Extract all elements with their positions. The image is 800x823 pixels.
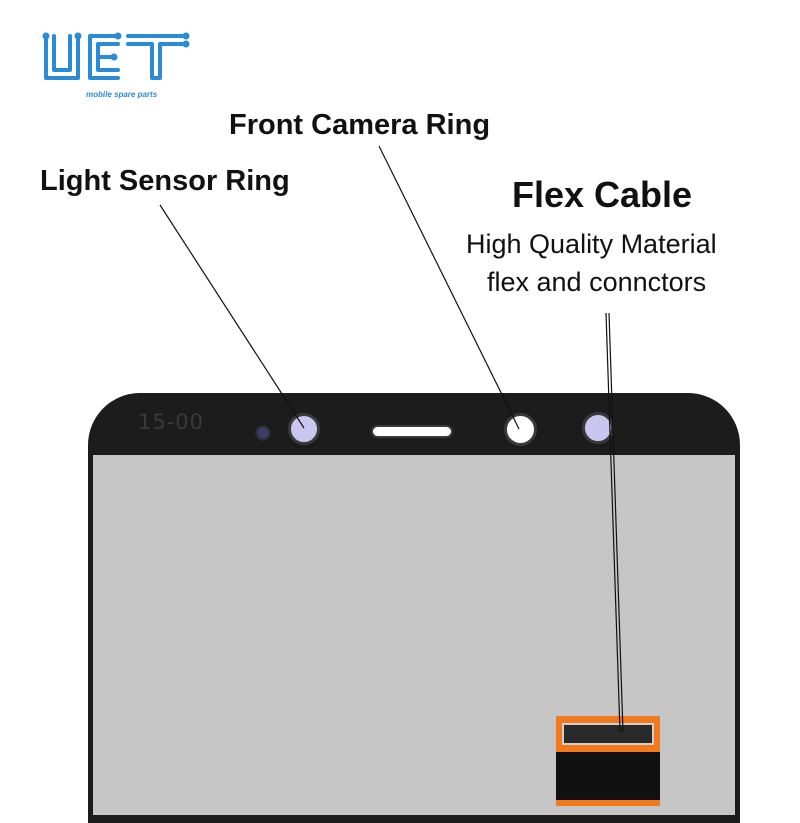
leader-line-front-camera	[378, 145, 520, 430]
earpiece-speaker	[371, 425, 453, 438]
leader-line-flex-cable-a	[605, 312, 621, 733]
leader-line-flex-cable-b	[608, 312, 624, 733]
logo-mark-icon	[42, 32, 190, 80]
leader-lines	[159, 145, 624, 733]
flex-cable-label: Flex Cable	[512, 174, 693, 215]
front-camera-ring-label: Front Camera Ring	[229, 109, 491, 141]
logo-tagline: mobile spare parts	[86, 90, 158, 99]
flex-desc-line2: flex and connctors	[487, 267, 707, 297]
proximity-dot	[255, 425, 271, 441]
flex-cable-band	[556, 752, 660, 800]
leader-line-light-sensor	[159, 204, 305, 429]
flex-connector	[562, 723, 654, 745]
light-sensor-ring-label: Light Sensor Ring	[40, 165, 290, 197]
front-camera-ring	[504, 413, 537, 446]
part-stamp: 15-00	[138, 410, 205, 434]
light-sensor-ring	[288, 413, 320, 445]
brand-logo: mobile spare parts	[40, 30, 200, 110]
flex-desc-line1: High Quality Material	[466, 229, 717, 259]
